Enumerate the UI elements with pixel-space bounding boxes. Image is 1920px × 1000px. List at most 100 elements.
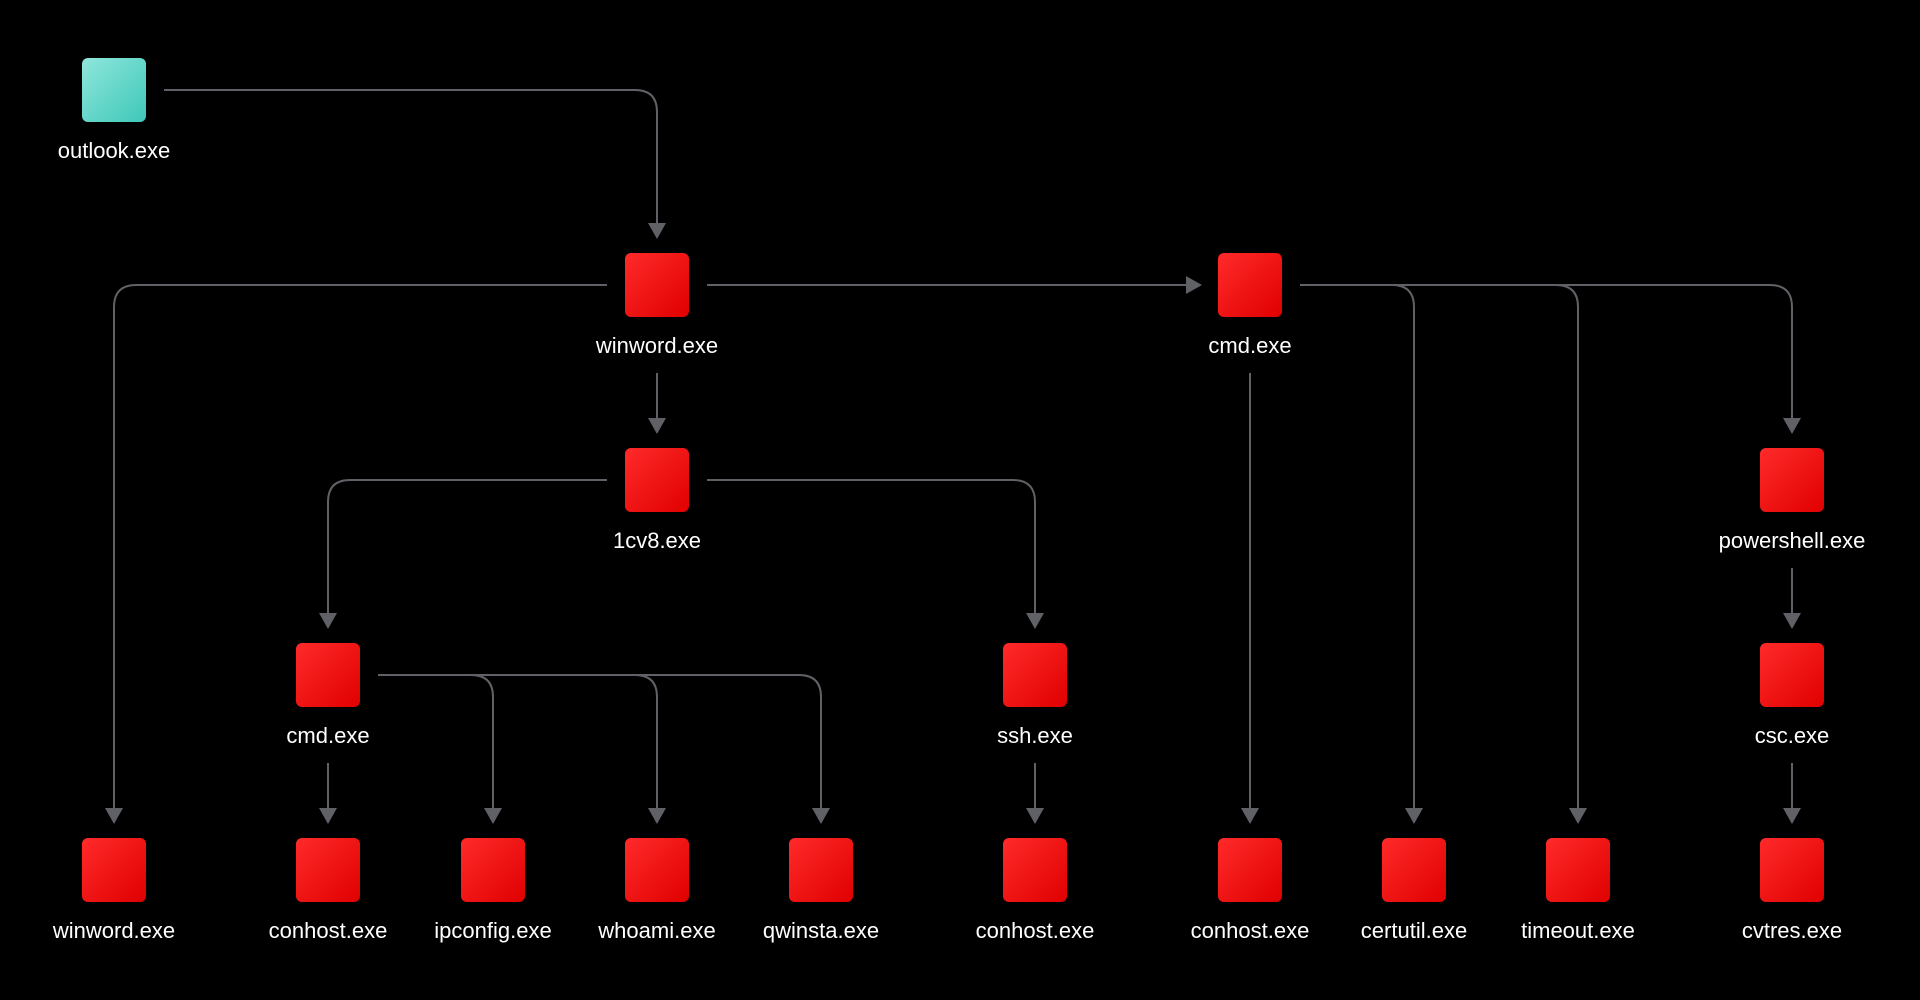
edge-cmd_mid-to-ipconfig-arrow [484,808,502,824]
process-label: whoami.exe [597,918,715,943]
edge-csc-to-cvtres [1783,763,1801,824]
process-label: cvtres.exe [1742,918,1842,943]
process-node-ssh[interactable]: ssh.exe [997,643,1073,748]
suspicious-process-icon[interactable] [1760,838,1824,902]
process-node-csc[interactable]: csc.exe [1755,643,1830,748]
process-label: outlook.exe [58,138,171,163]
edge-1cv8-to-cmd_mid [319,479,607,629]
edge-winword-to-1cv8 [648,373,666,434]
process-node-conhost_3[interactable]: conhost.exe [1191,838,1310,943]
process-label: certutil.exe [1361,918,1467,943]
edge-outlook-to-winword-arrow [648,223,666,239]
edge-winword-to-winword_leaf-arrow [105,808,123,824]
process-node-cmd_mid[interactable]: cmd.exe [286,643,370,748]
edge-cmd_top-to-powershell-arrow [1783,418,1801,434]
process-label: csc.exe [1755,723,1830,748]
suspicious-process-icon[interactable] [1003,838,1067,902]
suspicious-process-icon[interactable] [1218,838,1282,902]
process-node-conhost_2[interactable]: conhost.exe [976,838,1095,943]
edge-cmd_top-to-certutil [1300,284,1423,824]
edge-cmd_top-to-timeout-arrow [1569,808,1587,824]
process-label: winword.exe [595,333,718,358]
edge-winword-to-cmd_top [707,276,1202,294]
suspicious-process-icon[interactable] [625,838,689,902]
edge-winword-to-winword_leaf [105,284,607,824]
edge-winword-to-1cv8-arrow [648,418,666,434]
nodes-layer: outlook.exe winword.exe cmd.exe 1cv8.exe pow… [52,58,1866,943]
edge-csc-to-cvtres-arrow [1783,808,1801,824]
suspicious-process-icon[interactable] [1760,448,1824,512]
process-label: ssh.exe [997,723,1073,748]
process-label: conhost.exe [269,918,388,943]
suspicious-process-icon[interactable] [625,448,689,512]
process-label: conhost.exe [976,918,1095,943]
edge-powershell-to-csc-arrow [1783,613,1801,629]
edge-outlook-to-winword-line [164,89,658,224]
edge-ssh-to-conhost_2-arrow [1026,808,1044,824]
process-node-cmd_top[interactable]: cmd.exe [1208,253,1292,358]
edge-cmd_top-to-timeout [1300,284,1587,824]
process-label: conhost.exe [1191,918,1310,943]
process-node-outlook[interactable]: outlook.exe [58,58,171,163]
edge-cmd_mid-to-conhost_1 [319,763,337,824]
suspicious-process-icon[interactable] [82,838,146,902]
suspicious-process-icon[interactable] [1546,838,1610,902]
suspicious-process-icon[interactable] [1003,643,1067,707]
suspicious-process-icon[interactable] [1218,253,1282,317]
suspicious-process-icon[interactable] [296,643,360,707]
edge-cmd_top-to-certutil-arrow [1405,808,1423,824]
edge-cmd_top-to-powershell [1300,284,1801,434]
process-label: ipconfig.exe [434,918,551,943]
suspicious-process-icon[interactable] [296,838,360,902]
edge-cmd_mid-to-ipconfig [378,674,502,824]
process-label: 1cv8.exe [613,528,701,553]
process-node-winword[interactable]: winword.exe [595,253,718,358]
edge-cmd_top-to-conhost_3-arrow [1241,808,1259,824]
edge-cmd_top-to-conhost_3 [1241,373,1259,824]
edge-cmd_mid-to-qwinsta-line [378,674,822,809]
edge-cmd_top-to-powershell-line [1300,284,1793,419]
suspicious-process-icon[interactable] [461,838,525,902]
edge-powershell-to-csc [1783,568,1801,629]
edge-ssh-to-conhost_2 [1026,763,1044,824]
process-node-whoami[interactable]: whoami.exe [597,838,716,943]
process-node-winword_leaf[interactable]: winword.exe [52,838,175,943]
process-label: timeout.exe [1521,918,1635,943]
process-node-certutil[interactable]: certutil.exe [1361,838,1467,943]
process-node-qwinsta[interactable]: qwinsta.exe [763,838,879,943]
edge-1cv8-to-ssh-line [707,479,1036,614]
process-node-1cv8[interactable]: 1cv8.exe [613,448,701,553]
edge-cmd_mid-to-conhost_1-arrow [319,808,337,824]
process-node-ipconfig[interactable]: ipconfig.exe [434,838,552,943]
suspicious-process-icon[interactable] [789,838,853,902]
edge-winword-to-winword_leaf-line [113,284,607,809]
process-label: powershell.exe [1719,528,1866,553]
edge-winword-to-cmd_top-arrow [1186,276,1202,294]
process-node-conhost_1[interactable]: conhost.exe [269,838,388,943]
suspicious-process-icon[interactable] [1382,838,1446,902]
edge-cmd_mid-to-whoami [378,674,666,824]
edge-cmd_top-to-certutil-line [1300,284,1415,809]
edge-1cv8-to-cmd_mid-line [327,479,607,614]
edge-1cv8-to-ssh [707,479,1044,629]
process-node-powershell[interactable]: powershell.exe [1719,448,1866,553]
process-label: winword.exe [52,918,175,943]
process-node-cvtres[interactable]: cvtres.exe [1742,838,1842,943]
edges-layer [105,89,1801,824]
edge-cmd_mid-to-qwinsta [378,674,830,824]
suspicious-process-icon[interactable] [625,253,689,317]
edge-outlook-to-winword [164,89,666,239]
origin-process-icon[interactable] [82,58,146,122]
edge-cmd_mid-to-whoami-arrow [648,808,666,824]
edge-1cv8-to-cmd_mid-arrow [319,613,337,629]
process-label: cmd.exe [1208,333,1291,358]
edge-cmd_mid-to-ipconfig-line [378,674,494,809]
edge-1cv8-to-ssh-arrow [1026,613,1044,629]
edge-cmd_mid-to-qwinsta-arrow [812,808,830,824]
edge-cmd_mid-to-whoami-line [378,674,658,809]
process-label: qwinsta.exe [763,918,879,943]
process-label: cmd.exe [286,723,369,748]
process-node-timeout[interactable]: timeout.exe [1521,838,1635,943]
suspicious-process-icon[interactable] [1760,643,1824,707]
